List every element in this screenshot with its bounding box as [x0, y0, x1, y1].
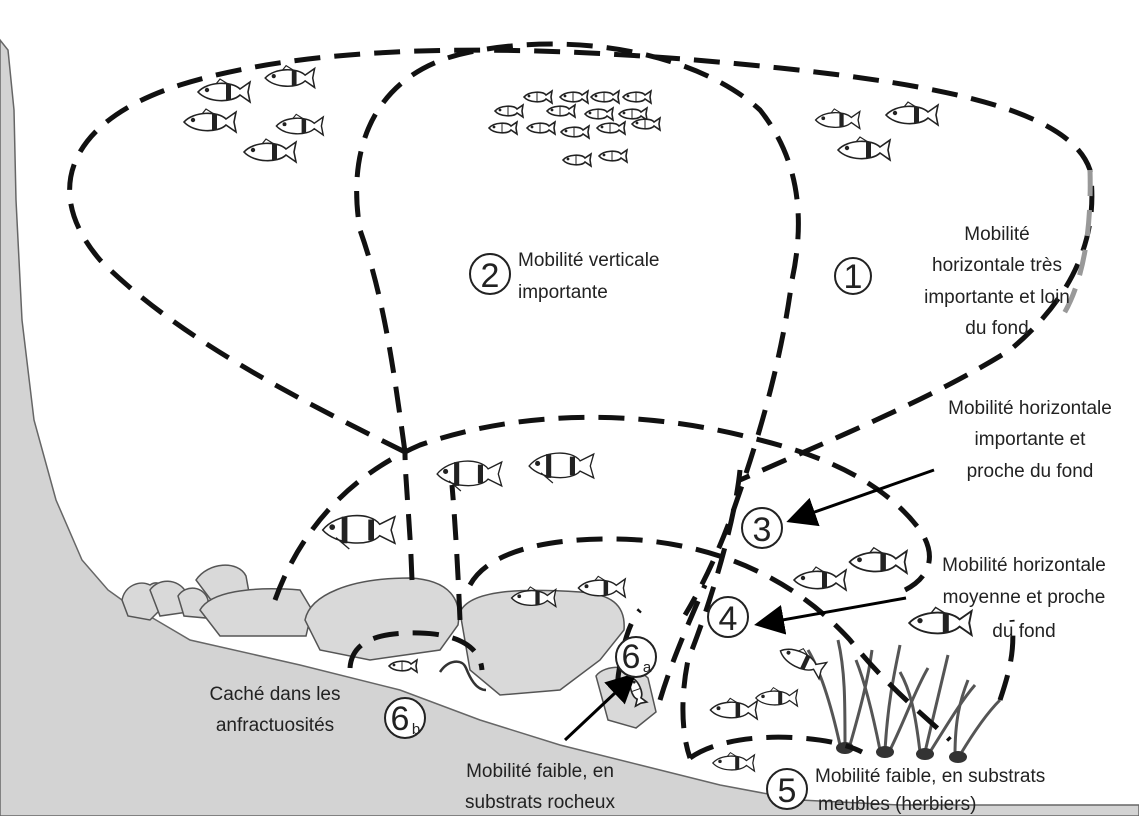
marker-6a-number: 6	[622, 638, 641, 676]
label-zone-5-line-1: Mobilité faible, en substrats	[815, 766, 1045, 787]
marker-5-number: 5	[778, 772, 797, 810]
fish	[184, 109, 236, 132]
marker-6b: 6 b	[385, 698, 425, 738]
arrow-zone-4	[760, 598, 906, 624]
label-zone-4-line-3: du fond	[992, 621, 1055, 642]
label-zone-4-line-2: moyenne et proche	[943, 587, 1106, 608]
fish	[597, 122, 625, 134]
label-zone-5-line-2: meubles (herbiers)	[818, 794, 976, 815]
fish	[389, 660, 417, 672]
fish	[276, 114, 323, 135]
zone-3-outline	[275, 417, 929, 600]
fish	[838, 137, 890, 160]
fish	[909, 607, 971, 635]
marker-6a: 6 a	[616, 637, 656, 677]
label-zone-6b-line-2: anfractuosités	[216, 715, 334, 736]
seagrass	[808, 640, 1000, 763]
marker-2: 2	[470, 254, 510, 295]
fish	[437, 461, 502, 491]
label-zone-4-line-1: Mobilité horizontale	[942, 555, 1106, 576]
arrow-zone-3	[792, 470, 934, 520]
marker-3: 3	[742, 508, 782, 549]
label-zone-3-line-2: importante et	[975, 429, 1087, 450]
label-zone-3-line-3: proche du fond	[967, 461, 1094, 482]
marker-5: 5	[767, 769, 807, 810]
label-zone-1-line-4: du fond	[965, 318, 1028, 339]
label-zone-6a-line-1: Mobilité faible, en	[466, 761, 614, 782]
label-zone-3: Mobilité horizontale importante et proch…	[948, 398, 1112, 482]
fish	[619, 108, 647, 120]
fish	[547, 105, 575, 117]
label-zone-1-line-3: importante et loin	[924, 287, 1070, 308]
fish	[585, 108, 613, 120]
fish	[198, 79, 250, 102]
marker-6b-subscript: b	[412, 721, 420, 738]
fish	[816, 109, 860, 129]
label-zone-2-line-1: Mobilité verticale	[518, 250, 660, 271]
fish	[886, 102, 938, 125]
marker-4-number: 4	[719, 600, 738, 638]
marker-1: 1	[835, 258, 871, 296]
marker-2-number: 2	[481, 257, 500, 295]
fish	[495, 105, 523, 117]
marker-6b-number: 6	[391, 700, 410, 738]
label-zone-6a-line-2: substrats rocheux	[465, 792, 615, 813]
fish	[713, 753, 755, 771]
label-zone-3-line-1: Mobilité horizontale	[948, 398, 1112, 419]
label-zone-1: Mobilité horizontale très importante et …	[924, 224, 1070, 339]
fish	[599, 150, 627, 162]
fish	[632, 118, 660, 130]
label-zone-2-line-2: importante	[518, 282, 608, 303]
marker-3-number: 3	[753, 511, 772, 549]
label-zone-1-line-2: horizontale très	[932, 255, 1062, 276]
fish	[756, 688, 798, 706]
zone-2-inner-outline	[405, 452, 412, 580]
fish	[265, 66, 314, 88]
fish	[529, 453, 594, 483]
fish-group-top-left	[184, 66, 323, 162]
fish	[794, 567, 846, 590]
fish	[850, 548, 907, 573]
fish	[560, 91, 588, 103]
fish	[489, 122, 517, 134]
fish-group-zone-3	[323, 453, 594, 549]
fish	[591, 91, 619, 103]
label-zone-1-line-1: Mobilité	[964, 224, 1029, 245]
label-zone-2: Mobilité verticale importante	[518, 250, 660, 303]
marker-4: 4	[708, 597, 748, 638]
fish	[323, 516, 395, 549]
label-zone-6b-line-1: Caché dans les	[210, 684, 341, 705]
fish	[710, 698, 757, 719]
fish-group-top-center	[489, 91, 660, 166]
marker-1-number: 1	[844, 258, 863, 296]
fish	[244, 139, 296, 162]
fish	[561, 126, 589, 138]
fish	[524, 91, 552, 103]
fish	[777, 640, 828, 679]
fish-group-top-right	[816, 102, 938, 160]
fish	[527, 122, 555, 134]
fish	[623, 91, 651, 103]
marker-6a-subscript: a	[643, 659, 652, 676]
fish	[563, 154, 591, 166]
